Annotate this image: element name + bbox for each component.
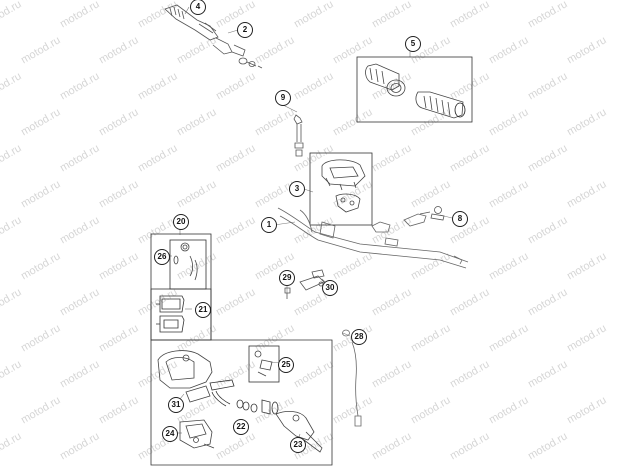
cable-hardware-part (238, 57, 263, 69)
callout-31: 31 (168, 397, 184, 413)
brake-pads-frame (150, 288, 212, 341)
callout-20: 20 (173, 214, 189, 230)
callout-29: 29 (279, 270, 295, 286)
callout-8: 8 (452, 211, 468, 227)
callout-9: 9 (275, 90, 291, 106)
callout-1: 1 (261, 217, 277, 233)
callout-4: 4 (190, 0, 206, 15)
brake-pads-part (156, 295, 185, 333)
reservoir-kit-frame (248, 345, 280, 383)
callout-24: 25 (278, 357, 294, 373)
switch-housing-frame (309, 152, 373, 226)
switch-housing-part (321, 159, 366, 213)
throttle-grip-part (164, 4, 246, 57)
seal-kit-frame (169, 239, 207, 290)
callout-2: 2 (237, 22, 253, 38)
callout-23: 23 (290, 437, 306, 453)
callout-5: 5 (405, 36, 421, 52)
master-cylinder-body-part (157, 350, 213, 403)
callout-26: 26 (154, 249, 170, 265)
callout-30: 30 (322, 280, 338, 296)
callout-28: 28 (351, 329, 367, 345)
master-cylinder-frame (150, 339, 333, 466)
seal-kit-part (173, 242, 198, 281)
reservoir-clamp-part (179, 419, 215, 449)
callout-22: 22 (233, 419, 249, 435)
reservoir-kit-part (254, 350, 273, 377)
callout-3: 3 (289, 181, 305, 197)
callout-21: 21 (195, 302, 211, 318)
handlebar-part (277, 207, 469, 269)
grips-part (365, 63, 466, 119)
clamp-bolt-part (419, 206, 445, 221)
cable-part (342, 329, 362, 427)
grip-set-frame (356, 56, 473, 123)
callout-25: 24 (162, 426, 178, 442)
bolt-part (293, 114, 304, 157)
piston-assembly-part (209, 379, 279, 415)
group-frames (150, 56, 473, 466)
